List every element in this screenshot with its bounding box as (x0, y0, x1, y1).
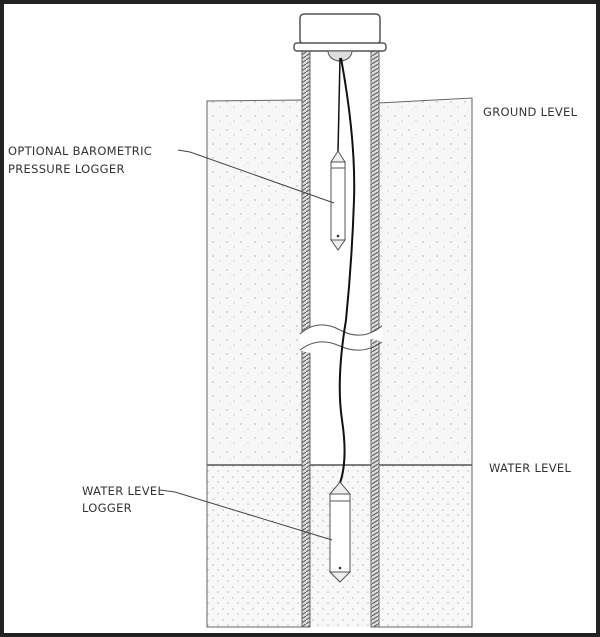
baro-logger-label-line1: OPTIONAL BAROMETRIC (8, 144, 152, 158)
water-right (377, 464, 473, 628)
well-cap (299, 13, 381, 45)
water-logger-label-line1: WATER LEVEL (82, 484, 164, 498)
baro-logger-label-line2: PRESSURE LOGGER (8, 162, 125, 176)
water-level-label: WATER LEVEL (489, 461, 571, 475)
soil-left (206, 99, 303, 466)
barometric-logger (330, 150, 346, 251)
water-left (206, 464, 303, 628)
water-logger-cable (338, 57, 356, 484)
break-line-top (299, 324, 383, 336)
baro-cable (337, 57, 341, 153)
water-logger-leader-line (159, 489, 333, 541)
baro-leader-line (177, 149, 335, 204)
water-level-logger (328, 481, 352, 583)
break-line-bottom (299, 341, 383, 351)
ground-level-label: GROUND LEVEL (483, 105, 578, 119)
break-mark (300, 324, 382, 354)
water-logger-label-line2: LOGGER (82, 501, 132, 515)
soil-right (377, 97, 473, 466)
cap-flange (293, 42, 387, 52)
